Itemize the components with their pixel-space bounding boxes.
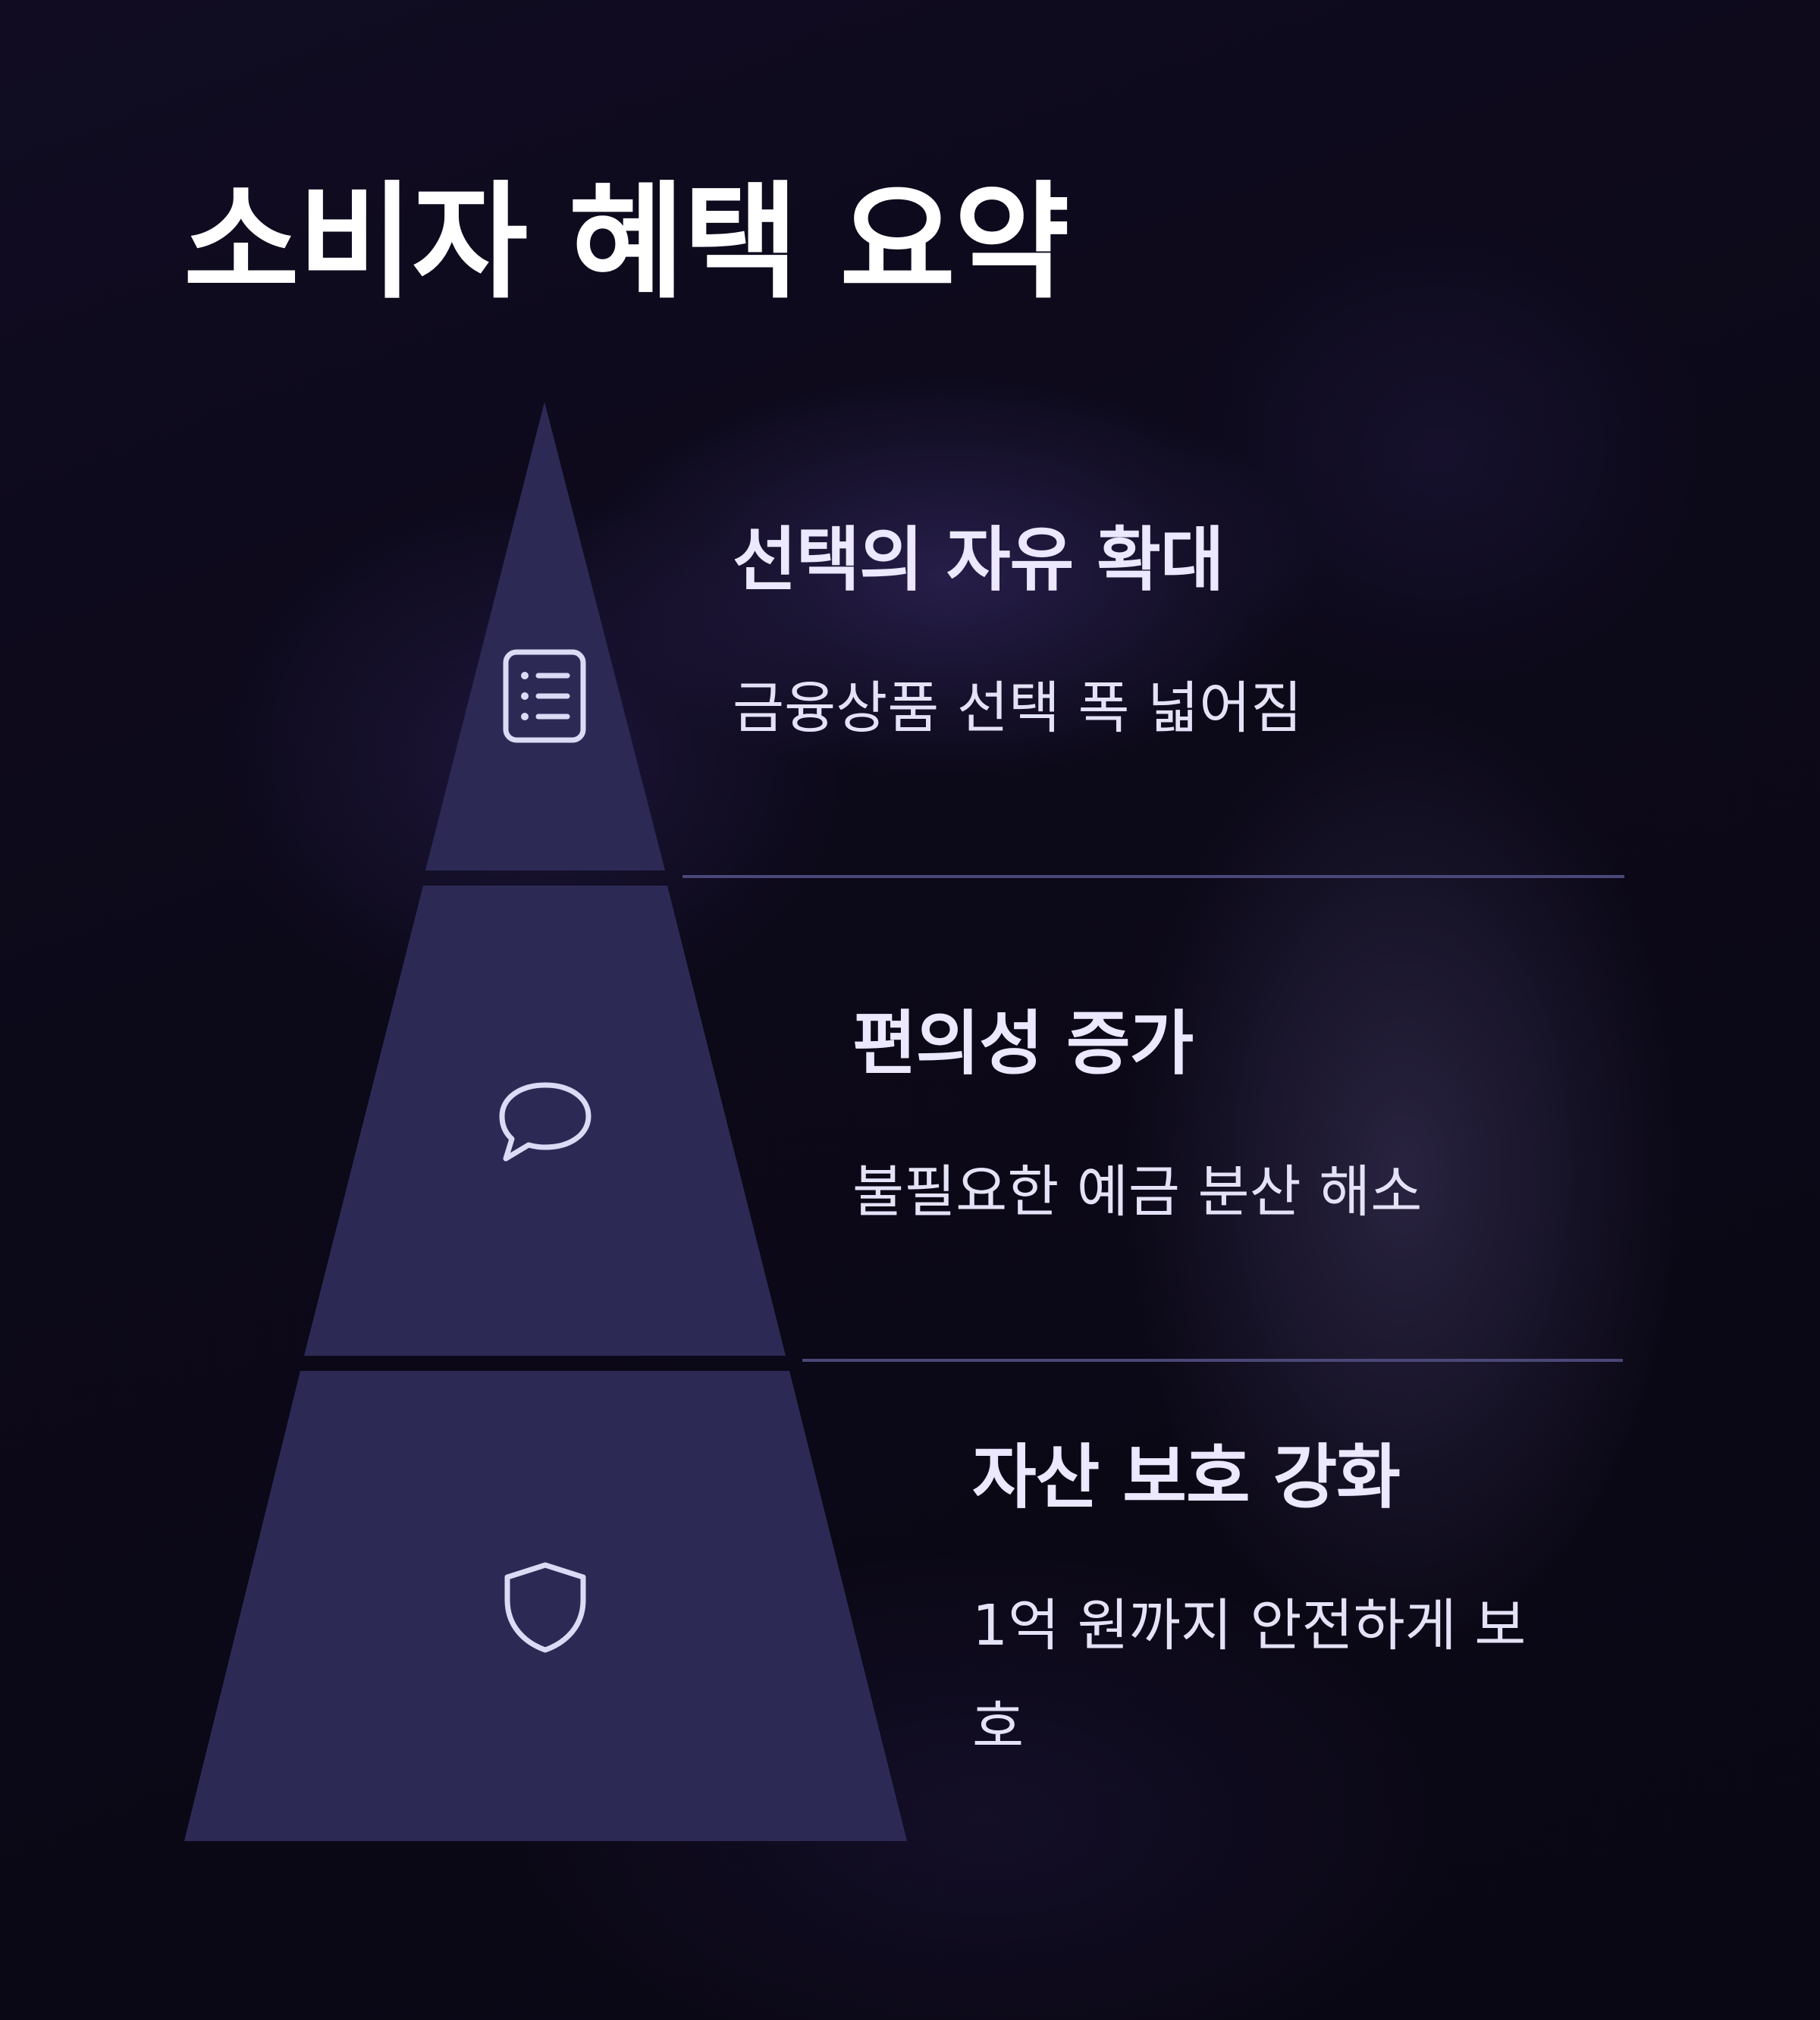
shield-icon — [504, 1562, 586, 1653]
pyramid-tier-middle — [304, 886, 786, 1356]
tier-3-description: 1억 원까지 안전하게 보호 — [972, 1593, 1527, 1761]
tier-1-icon — [502, 648, 587, 744]
tier-2-icon — [497, 1080, 593, 1165]
tier-3-text: 자산 보호 강화 1억 원까지 안전하게 보호 — [972, 1439, 1533, 1778]
tier-2-description: 불필요한 예금 분산 해소 — [852, 1159, 1423, 1225]
divider-1 — [682, 875, 1624, 878]
divider-2 — [802, 1359, 1623, 1362]
pyramid-tier-bottom — [184, 1371, 907, 1841]
tier-2-text: 편의성 증가 불필요한 예금 분산 해소 — [852, 1005, 1687, 1243]
pyramid-tier-top — [425, 402, 665, 870]
tier-3-icon — [500, 1560, 590, 1655]
tier-3-heading: 자산 보호 강화 — [972, 1437, 1401, 1518]
list-icon — [503, 649, 586, 743]
page-title: 소비자 혜택 요약 — [184, 170, 1070, 316]
tier-1-text: 선택의 자유 확대 금융상품 선택 폭 넓어짐 — [733, 522, 1643, 759]
tier-2-heading: 편의성 증가 — [852, 1003, 1194, 1084]
tier-1-heading: 선택의 자유 확대 — [733, 519, 1225, 601]
tier-1-description: 금융상품 선택 폭 넓어짐 — [733, 676, 1303, 742]
speech-bubble-icon — [499, 1082, 592, 1162]
